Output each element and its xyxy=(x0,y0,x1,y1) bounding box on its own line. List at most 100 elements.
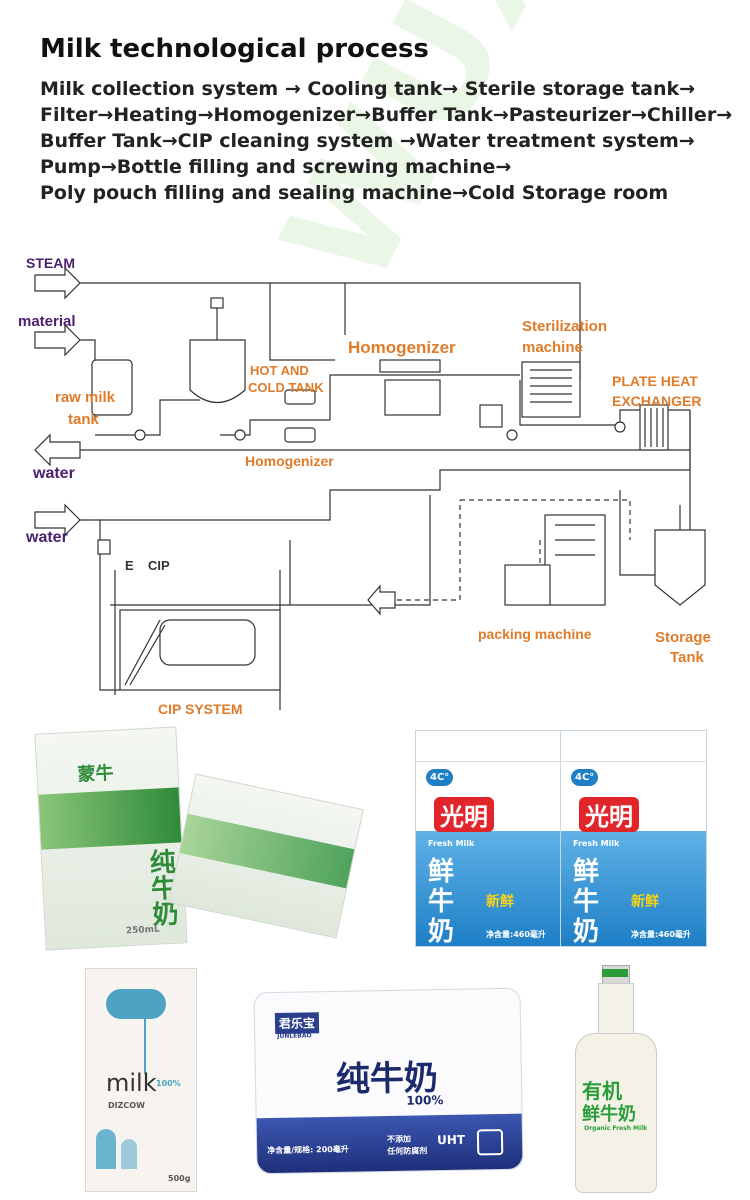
guangming-badge: 4C° xyxy=(571,769,599,786)
guangming-volume: 净含量:460毫升 xyxy=(631,930,691,939)
filter-shape xyxy=(284,389,316,405)
junlebao-note: 不添加 xyxy=(386,1134,412,1145)
pump-icon xyxy=(506,429,518,441)
hot-cold-tank-shape xyxy=(189,339,246,403)
cip-e-label: E xyxy=(125,558,134,573)
bottle-label: 有机 xyxy=(582,1079,622,1103)
guangming-brand: 光明 xyxy=(579,797,639,832)
junlebao-volume: 净含量/规格: 200毫升 xyxy=(267,1144,349,1156)
guangming-carton-left: 4C° 光明 Fresh Milk 鲜 牛 奶 新鲜 净含量:460毫升 xyxy=(415,730,562,947)
guangming-sub: 新鲜 xyxy=(631,894,659,910)
diagram-labels: STEAM material water water raw milk tank… xyxy=(18,255,711,717)
sterilizer-coil xyxy=(530,369,572,403)
grass-band xyxy=(179,813,355,889)
mengniu-carton-side xyxy=(168,773,364,939)
homogenizer-top xyxy=(379,359,441,373)
homogenizer-body xyxy=(384,379,441,416)
carton-top xyxy=(416,731,561,762)
bottle-sub: Organic Fresh Milk xyxy=(584,1125,648,1132)
raw-milk-tank-shape xyxy=(91,359,133,416)
guangming-name: 奶 xyxy=(428,917,455,947)
guangming-fresh: Fresh Milk xyxy=(428,839,475,848)
sterilizer-body xyxy=(521,361,581,418)
guangming-name: 牛 xyxy=(573,887,600,917)
dizcow-percent: 100% xyxy=(156,1079,181,1088)
flow-pipe xyxy=(95,399,200,436)
guangming-name: 鲜 xyxy=(428,857,455,887)
packing-pipe xyxy=(460,499,631,590)
process-line: Milk collection system → Cooling tank→ S… xyxy=(40,78,696,100)
dizcow-name: milk xyxy=(106,1069,157,1097)
plate-lines xyxy=(644,408,664,447)
storage-tank-label: Storage xyxy=(655,629,711,646)
mengniu-brand: 蒙牛 xyxy=(77,762,115,786)
guangming-brand: 光明 xyxy=(434,797,494,832)
junlebao-percent: 100% xyxy=(406,1093,444,1108)
homogenizer-label: Homogenizer xyxy=(348,338,456,357)
carton-blue xyxy=(416,831,561,946)
cip-small-label: CIP xyxy=(148,558,170,573)
carton-blue xyxy=(561,831,706,946)
storage-tank-label: Tank xyxy=(670,649,705,666)
steam-arrow-icon xyxy=(34,266,81,300)
guangming-volume: 净含量:460毫升 xyxy=(486,930,546,939)
plate-heat-exchanger-label: EXCHANGER xyxy=(612,393,701,409)
process-line: Filter→Heating→Homogenizer→Buffer Tank→P… xyxy=(40,104,733,126)
pump-icon xyxy=(134,429,146,441)
mengniu-volume: 250mL xyxy=(125,924,161,937)
sterilization-label: machine xyxy=(522,339,583,356)
steam-pipe xyxy=(80,282,581,380)
carton-top xyxy=(561,731,706,762)
tree-icon xyxy=(121,1139,137,1169)
cip-system-label: CIP SYSTEM xyxy=(158,701,243,717)
qs-mark-icon xyxy=(476,1129,504,1156)
junlebao-note: 任何防腐剂 xyxy=(387,1146,428,1157)
mengniu-carton: 蒙牛 纯牛奶 250mL xyxy=(34,726,188,951)
guangming-name: 奶 xyxy=(573,917,600,947)
cloud-icon xyxy=(106,989,166,1019)
sterilization-label: Sterilization xyxy=(522,318,607,335)
return-arrow-icon xyxy=(367,584,396,616)
cip-ladder xyxy=(124,619,166,686)
plate-heat-exchanger-label: PLATE HEAT xyxy=(612,373,698,389)
junlebao-brand: 君乐宝 xyxy=(274,1012,320,1034)
guangming-fresh: Fresh Milk xyxy=(573,839,620,848)
hot-cold-tank-label: HOT AND xyxy=(250,363,309,378)
filter-shape xyxy=(284,427,316,443)
junlebao-brand-en: JUNLEBAO xyxy=(277,1032,312,1040)
dizcow-carton: milk 100% DIZCOW 500g xyxy=(85,968,197,1192)
packing-pipe xyxy=(370,500,461,601)
guangming-name: 牛 xyxy=(428,887,455,917)
packing-machine-label: packing machine xyxy=(478,626,592,642)
tree-icon xyxy=(96,1129,116,1169)
water-out-arrow-icon xyxy=(34,433,81,467)
process-line: Poly pouch filling and sealing machine→C… xyxy=(40,182,669,204)
dizcow-brand: DIZCOW xyxy=(108,1101,145,1110)
cip-tank xyxy=(159,619,256,666)
homogenizer-label: Homogenizer xyxy=(245,453,334,469)
packing-machine-base xyxy=(504,564,551,606)
water-return-pipe xyxy=(100,410,691,521)
guangming-carton-right: 4C° 光明 Fresh Milk 鲜 牛 奶 新鲜 净含量:460毫升 xyxy=(560,730,707,947)
water-out-label: water xyxy=(32,465,75,482)
material-label: material xyxy=(18,313,76,330)
io-arrows xyxy=(34,266,396,616)
hot-cold-tank-label: COLD TANK xyxy=(248,380,324,395)
bottle-body xyxy=(575,1033,657,1193)
pump-icon xyxy=(234,429,246,441)
page-title: Milk technological process xyxy=(40,34,429,64)
water-in-arrow-icon xyxy=(34,503,81,537)
packing-machine-body xyxy=(544,514,606,606)
steam-label: STEAM xyxy=(26,255,75,271)
process-steps: Milk collection system → Cooling tank→ S… xyxy=(40,76,740,206)
buffer-tank-shape xyxy=(479,404,503,428)
process-line: Pump→Bottle filling and screwing machine… xyxy=(40,156,512,178)
process-line: Buffer Tank→CIP cleaning system →Water t… xyxy=(40,130,695,152)
storage-tank-shape xyxy=(654,529,706,606)
milk-bottle: 有机 鲜牛奶 Organic Fresh Milk xyxy=(570,965,660,1193)
guangming-badge: 4C° xyxy=(426,769,454,786)
junlebao-pouch: 君乐宝 JUNLEBAO 纯牛奶 100% 净含量/规格: 200毫升 不添加 … xyxy=(253,987,524,1175)
water-in-label: water xyxy=(25,529,68,546)
plate-heat-exchanger-shape xyxy=(639,404,669,451)
pump-icon xyxy=(614,421,626,433)
